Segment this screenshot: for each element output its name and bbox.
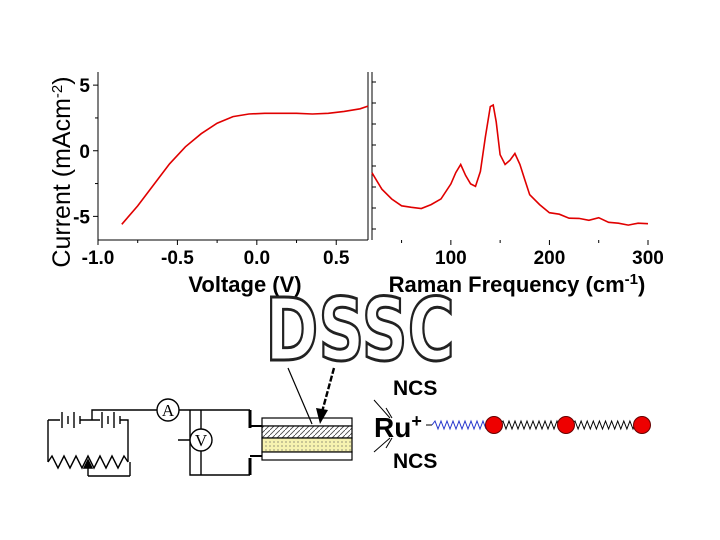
raman-x-tick-label: 100 [435, 248, 467, 269]
bead [485, 416, 503, 434]
iv-x-axis-label: Voltage (V) [188, 272, 301, 297]
ru-bonds [373, 399, 393, 453]
iv-tick-labels: -1.0 -0.5 0.0 0.5 5 0 -5 [73, 76, 350, 269]
rheostat-resistor [47, 454, 129, 470]
iv-y-tick-label: -5 [73, 207, 90, 228]
cell-dye-layer [261, 425, 353, 439]
ruthenium-center: Ru+ [374, 411, 422, 443]
iv-y-tick-label: 0 [79, 142, 90, 163]
spring-linker [431, 419, 487, 431]
raman-chart: 100 200 300 Raman Frequency (cm-1) [371, 72, 664, 298]
ammeter-label: A [162, 401, 175, 420]
rheostat-arrow [82, 458, 94, 469]
spring-linker [499, 419, 561, 431]
spring-bead-chain [426, 416, 651, 434]
light-ray [287, 367, 313, 425]
ligand-ncs-bottom: NCS [393, 450, 437, 473]
ligand-ncs-top: NCS [393, 377, 437, 400]
raman-x-tick-label: 300 [632, 248, 664, 269]
circuit-diagram [47, 398, 262, 477]
cell-top-glass [261, 417, 353, 427]
circuit-wires [47, 409, 250, 476]
raman-tick-labels: 100 200 300 [435, 248, 664, 269]
cell-bottom-glass [261, 451, 353, 461]
battery-symbols [61, 412, 121, 428]
iv-chart: -1.0 -0.5 0.0 0.5 5 0 -5 Voltage (V) Current (… [48, 72, 369, 297]
iv-x-tick-label: -0.5 [161, 248, 194, 269]
raman-x-axis-label: Raman Frequency (cm-1) [389, 271, 646, 298]
dssc-banner: DSSC [265, 279, 454, 380]
raman-x-tick-label: 200 [534, 248, 566, 269]
spring-linker [571, 419, 637, 431]
bead [557, 416, 575, 434]
iv-x-tick-label: -1.0 [82, 248, 115, 269]
bead [633, 416, 651, 434]
incident-light-arrowhead [316, 408, 328, 424]
iv-ticks [93, 84, 337, 245]
iv-x-tick-label: 0.5 [323, 248, 350, 269]
voltmeter-label: V [195, 431, 208, 450]
iv-y-tick-label: 5 [79, 76, 90, 97]
raman-series-line [371, 103, 649, 226]
iv-axes [97, 72, 369, 241]
iv-y-axis-label: Current (mAcm-2) [48, 76, 76, 267]
ru-complex: NCS NCS Ru+ [373, 377, 437, 473]
solar-cell [261, 417, 353, 461]
iv-x-tick-label: 0.0 [244, 248, 270, 269]
cell-electrolyte [261, 437, 353, 453]
ammeter [156, 398, 180, 422]
raman-ticks [372, 81, 649, 245]
iv-series-line [121, 105, 369, 225]
